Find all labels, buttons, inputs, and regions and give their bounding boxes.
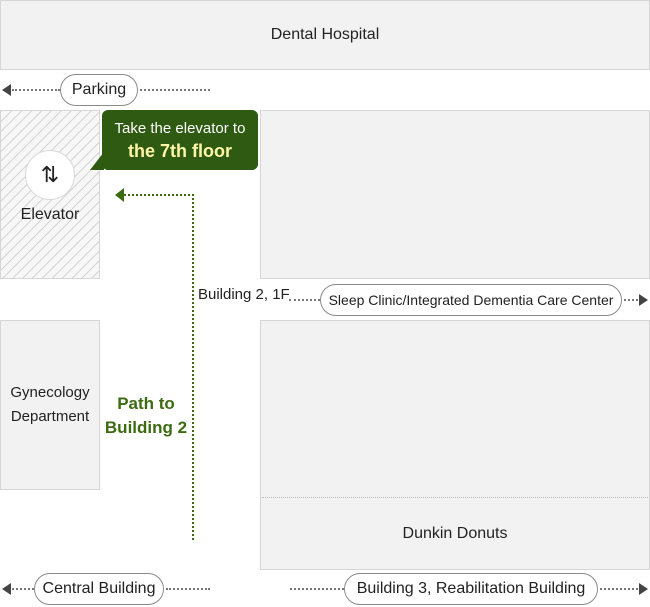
building3-dotted-line-left [290, 588, 344, 590]
callout-line2: the 7th floor [128, 141, 232, 161]
building3-dotted-line-right [600, 588, 638, 590]
dunkin-label: Dunkin Donuts [402, 524, 508, 542]
path-line2: Building 2 [104, 418, 188, 437]
parking-dotted-line-right [140, 89, 210, 91]
central-dotted-line-right [166, 588, 210, 590]
sleep-clinic-pill[interactable]: Sleep Clinic/Integrated Dementia Care Ce… [320, 284, 622, 316]
parking-dotted-line-left [12, 89, 60, 91]
elevator-label: Elevator [20, 206, 80, 223]
elevator-icon-glyph: ⇅ [40, 162, 60, 187]
sleep-clinic-arrow-right-icon [639, 294, 648, 306]
building3-label: Building 3, Reabilitation Building [356, 580, 586, 597]
building3-pill[interactable]: Building 3, Reabilitation Building [344, 573, 598, 605]
central-building-label: Central Building [42, 580, 156, 597]
parking-arrow-left-icon [2, 84, 11, 96]
gynecology-block: Gynecology Department [0, 320, 100, 490]
right-upper-block [260, 110, 650, 279]
callout-line1: Take the elevator to [114, 120, 246, 137]
path-to-building2-label: Path to Building 2 [100, 392, 192, 440]
dunkin-donuts-area: Dunkin Donuts [260, 498, 650, 569]
right-lower-block [260, 320, 650, 570]
sleep-clinic-label: Sleep Clinic/Integrated Dementia Care Ce… [328, 292, 614, 308]
gynecology-line2: Department [10, 408, 90, 425]
central-arrow-left-icon [2, 583, 11, 595]
parking-label: Parking [71, 81, 127, 98]
sleep-clinic-dotted-line [624, 299, 638, 301]
building2-1f-label: Building 2, 1F [198, 286, 290, 303]
green-path-vertical [192, 194, 194, 540]
central-dotted-line-left [12, 588, 34, 590]
building3-arrow-right-icon [639, 583, 648, 595]
dental-hospital-block: Dental Hospital [0, 0, 650, 70]
gynecology-line1: Gynecology [10, 384, 90, 401]
green-path-horizontal [124, 194, 194, 196]
path-line1: Path to [117, 394, 175, 413]
up-down-arrows-icon: ⇅ [25, 150, 75, 200]
dental-hospital-label: Dental Hospital [270, 26, 380, 43]
elevator-callout: Take the elevator to the 7th floor [90, 110, 258, 170]
dunkin-divider [262, 497, 648, 498]
central-building-pill[interactable]: Central Building [34, 573, 164, 605]
building2-dotted-line [289, 299, 320, 301]
parking-pill[interactable]: Parking [60, 74, 138, 106]
green-path-arrow-left-icon [115, 188, 124, 202]
